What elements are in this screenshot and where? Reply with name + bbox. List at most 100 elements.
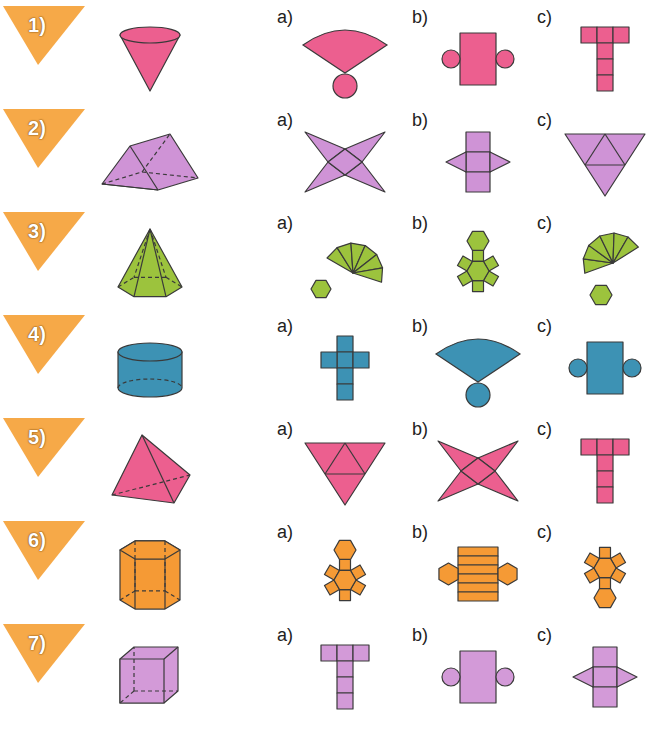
badge-triangle: [3, 521, 85, 580]
badge-triangle: [3, 624, 85, 683]
square-face: [597, 75, 613, 91]
hexagon-face: [467, 261, 489, 280]
face: [617, 667, 637, 687]
triangle-face: [337, 243, 353, 273]
hexagon-face: [334, 570, 356, 589]
cylinder-net: [442, 651, 514, 703]
edge: [164, 647, 178, 659]
cube-net: [321, 645, 369, 709]
hexagon-face: [439, 563, 458, 585]
edge: [102, 184, 158, 190]
square-face: [458, 583, 498, 592]
square-face: [337, 645, 353, 661]
sector-face: [436, 339, 520, 382]
badge-triangle: [3, 109, 85, 168]
hidden-edge: [120, 691, 134, 703]
hidden-edge: [120, 591, 135, 600]
sector-face: [303, 30, 387, 73]
hexagon-face: [594, 558, 616, 577]
square-face: [460, 33, 496, 85]
option-letter: b): [412, 110, 428, 131]
badge-triangle: [3, 315, 85, 374]
edge: [134, 229, 150, 297]
edge: [325, 443, 345, 474]
edge: [585, 134, 605, 165]
edge: [150, 229, 166, 297]
rectangle-face: [600, 547, 611, 558]
hidden-edge: [102, 172, 142, 184]
number-badge: 1): [2, 5, 86, 67]
tetrahedron-net: [565, 134, 645, 196]
square-face: [593, 667, 617, 687]
triangle-face: [353, 268, 383, 282]
circle-face: [442, 668, 460, 686]
option-letter: c): [537, 625, 552, 646]
hexagon-face: [334, 540, 356, 559]
rectangle-face: [340, 590, 351, 601]
edge: [325, 473, 365, 474]
option-letter: b): [412, 522, 428, 543]
option-letter: b): [412, 419, 428, 440]
square-face: [458, 556, 498, 565]
edge: [142, 435, 174, 503]
item-number: 6): [2, 520, 86, 552]
circle-face: [333, 74, 357, 98]
option-letter: c): [537, 522, 552, 543]
hidden-edge: [112, 475, 190, 495]
square-face: [597, 487, 613, 503]
option-letter: a): [277, 316, 293, 337]
option-letter: b): [412, 213, 428, 234]
cube-net: [581, 439, 629, 503]
square-face: [337, 693, 353, 709]
pyramid-net: [438, 441, 518, 501]
base-face: [120, 27, 180, 43]
tetrahedron-net: [305, 443, 385, 505]
square-face: [587, 342, 623, 394]
option-letter: b): [412, 316, 428, 337]
square-face: [581, 27, 597, 43]
face: [565, 134, 645, 196]
hidden-edge: [134, 229, 150, 277]
face: [490, 152, 510, 172]
option-letter: a): [277, 7, 293, 28]
face: [118, 229, 182, 297]
cone-net: [436, 339, 520, 407]
option-letter: c): [537, 419, 552, 440]
circle-face: [496, 50, 514, 68]
number-badge: 3): [2, 211, 86, 273]
option-letter: b): [412, 7, 428, 28]
square-face: [466, 172, 490, 192]
edge: [130, 146, 158, 190]
square-face: [353, 645, 369, 661]
item-number: 4): [2, 314, 86, 346]
cylinder-net: [442, 33, 514, 85]
prism-net: [573, 647, 637, 707]
hidden-edge: [118, 379, 182, 388]
cube-solid: [120, 647, 178, 703]
triangle-face: [600, 233, 614, 263]
square-face: [337, 336, 353, 352]
square-face: [460, 651, 496, 703]
edge: [345, 443, 365, 474]
rectangle-face: [600, 578, 611, 589]
circle-face: [496, 668, 514, 686]
hex-prism-solid: [120, 541, 180, 609]
square-face: [337, 384, 353, 400]
hidden-edge: [133, 647, 134, 691]
hex-prism-net: [439, 547, 517, 601]
option-letter: c): [537, 316, 552, 337]
face: [305, 443, 385, 505]
cone-net: [303, 30, 387, 98]
hidden-edge: [166, 277, 182, 287]
triangle-face: [613, 237, 638, 263]
hexagon-face: [311, 280, 331, 297]
rectangle-face: [340, 559, 351, 570]
hexagon-face: [590, 285, 612, 304]
square-face: [353, 352, 369, 368]
square-face: [597, 439, 613, 455]
prism-net: [446, 132, 510, 192]
item-number: 2): [2, 108, 86, 140]
option-letter: c): [537, 213, 552, 234]
circle-face: [442, 50, 460, 68]
